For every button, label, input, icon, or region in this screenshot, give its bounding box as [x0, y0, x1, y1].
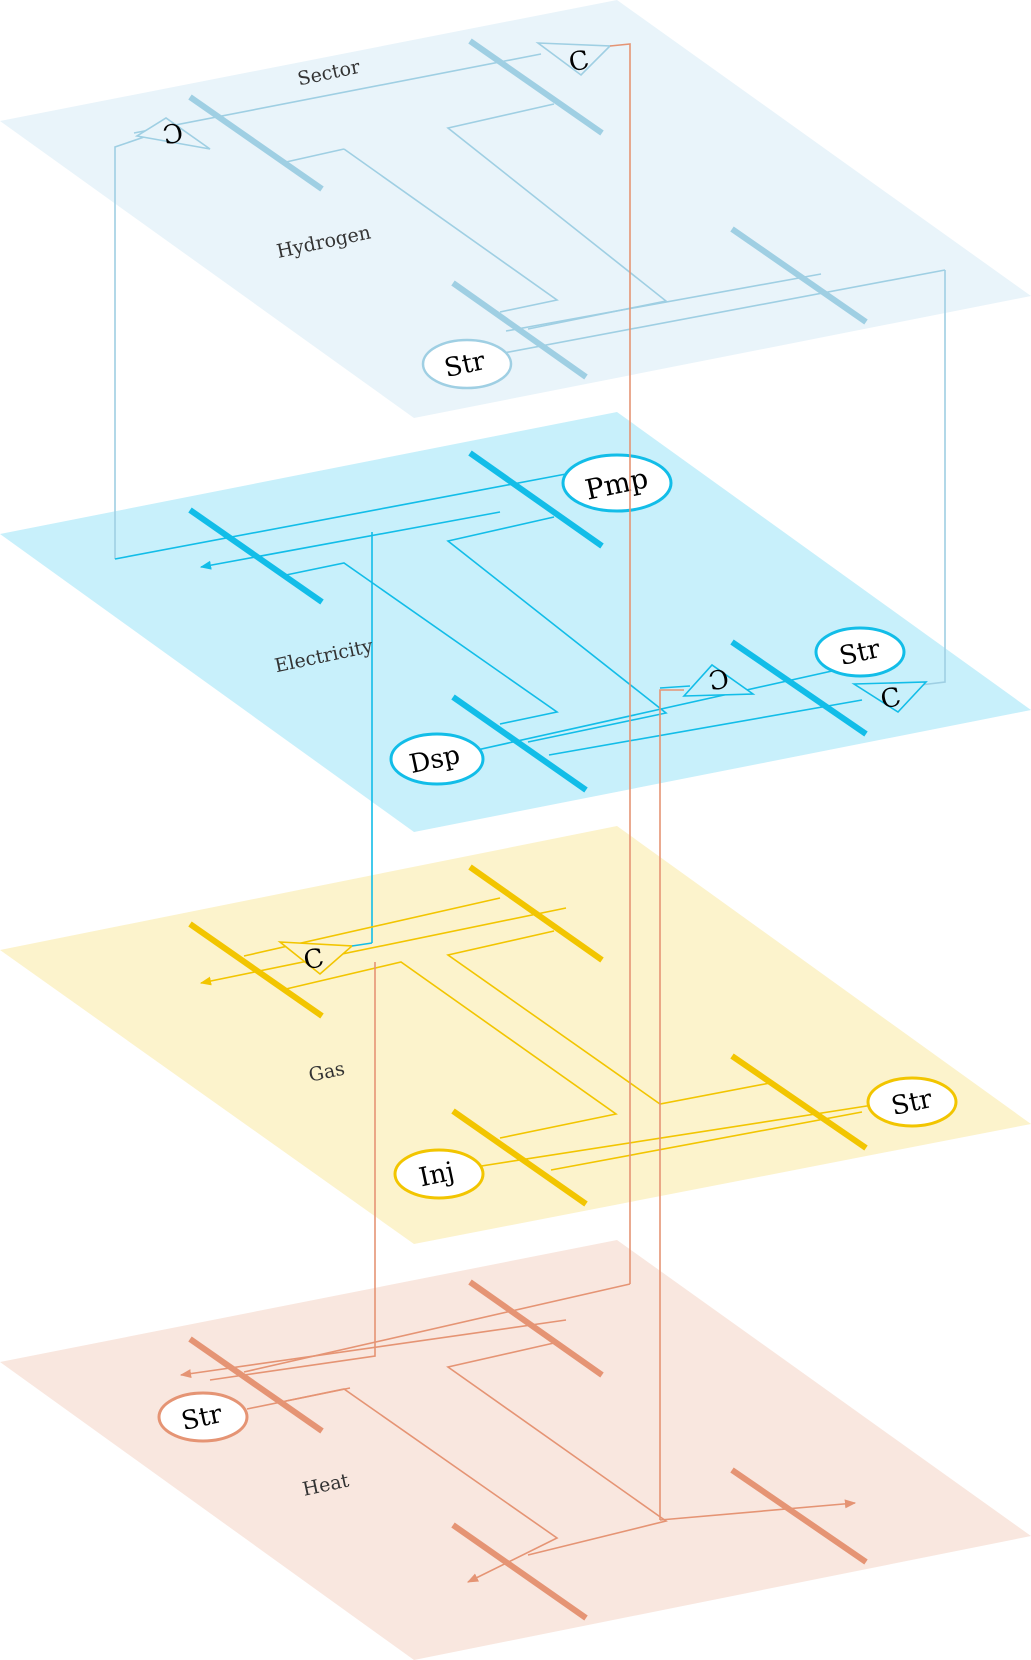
h2-compressor-node: [134, 117, 211, 150]
bus-bar: [188, 921, 324, 1019]
bus-bar: [451, 1522, 588, 1621]
gas-buses: [188, 864, 868, 1207]
el-dispatch-node: [389, 732, 485, 786]
heat-network: [179, 1283, 857, 1583]
heat-coupling-line: [609, 43, 631, 1284]
bus-bar: [730, 226, 868, 325]
el-compressor-node: [851, 681, 928, 714]
heat-layer-plane: [0, 1240, 1031, 1660]
gas-layer-plane: [0, 826, 1031, 1244]
electricity-coupling-line: [351, 942, 373, 947]
bus-bar: [468, 1279, 604, 1378]
heat-coupling-line: [209, 962, 376, 1381]
bus-bar: [188, 1336, 324, 1434]
bus-bar: [188, 94, 324, 192]
heat-coupling-line: [659, 689, 684, 1520]
el-compressor-node: [682, 663, 756, 697]
bus-bar: [468, 450, 604, 549]
bus-bar: [468, 864, 604, 963]
bus-bar: [451, 1108, 588, 1207]
bus-bar: [730, 639, 868, 737]
h2-compressor-node: [535, 42, 612, 77]
bus-bar: [468, 38, 604, 136]
gas-injection-node: [393, 1148, 485, 1200]
bus-bar: [730, 1467, 868, 1565]
bus-bar: [730, 1053, 868, 1151]
bus-bar: [188, 507, 324, 605]
el-storage-node: [814, 626, 906, 678]
hydrogen-layer-plane: [0, 0, 1031, 418]
gas-compressor-node: [277, 941, 355, 976]
bus-bar: [451, 694, 588, 793]
gas-storage-node: [866, 1076, 958, 1128]
heat-buses: [188, 1279, 868, 1621]
electricity-network: [114, 473, 887, 943]
hydrogen-buses: [188, 38, 868, 380]
bus-bar: [451, 280, 588, 380]
heat-storage-node: [157, 1391, 249, 1443]
hydrogen-network: [114, 53, 946, 687]
el-pump-node: [561, 453, 673, 513]
electricity-layer-plane: [0, 412, 1031, 832]
h2-storage-node: [421, 338, 513, 390]
coupling-lines: [209, 43, 684, 1520]
electricity-buses: [188, 450, 868, 793]
gas-injection-label: Inj: [417, 1157, 458, 1194]
